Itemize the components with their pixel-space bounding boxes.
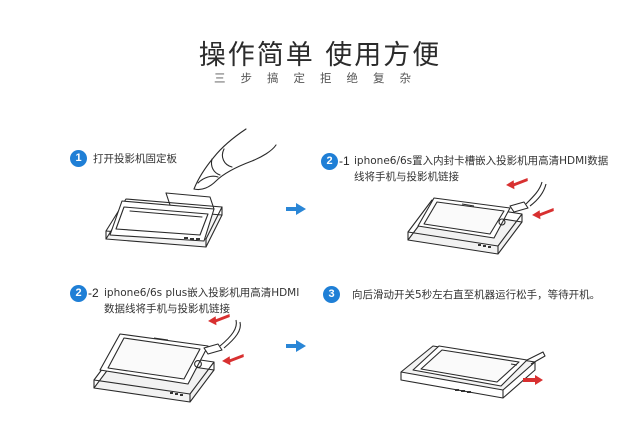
step-3-number-badge: 3	[323, 286, 340, 303]
step-1-number-badge: 1	[70, 150, 87, 167]
page-title: 操作简单 使用方便	[198, 40, 442, 71]
step-1-illustration	[105, 128, 277, 248]
step-2-1-number-badge: 2	[321, 153, 338, 170]
step-2-2-suffix: -2	[88, 286, 99, 300]
step-3-illustration	[400, 345, 546, 399]
right-arrow-icon	[286, 340, 306, 352]
page-subtitle: 三步搞定拒绝复杂	[214, 71, 426, 85]
step-2-1-suffix: -1	[339, 154, 350, 168]
step-2-1-text-line-1: iphone6/6s置入内封卡槽嵌入投影机用高清HDMI数据	[354, 155, 609, 167]
step-2-2-illustration	[93, 314, 244, 403]
step-2-1-text-line-2: 线将手机与投影机链接	[354, 171, 459, 183]
right-arrow-icon	[286, 203, 306, 215]
step-2-2-text-line-1: iphone6/6s plus嵌入投影机用高清HDMI	[104, 287, 300, 299]
step-2-2-number-badge: 2	[70, 285, 87, 302]
step-2-1-illustration	[407, 178, 554, 255]
step-2-2-text-line-2: 数据线将手机与投影机链接	[104, 303, 230, 315]
step-1-text-line-1: 打开投影机固定板	[93, 153, 177, 165]
step-3-text-line-1: 向后滑动开关5秒左右直至机器运行松手，等待开机。	[352, 289, 601, 301]
